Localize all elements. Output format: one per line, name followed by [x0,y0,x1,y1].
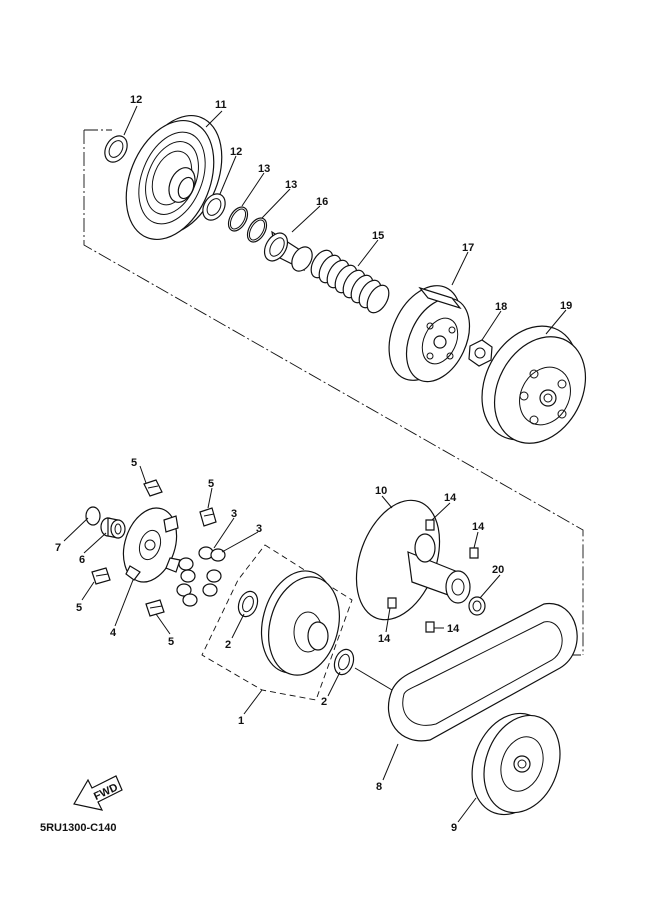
part-8-v-belt [387,603,578,742]
part-2-washer-b [333,648,355,676]
callout-14b: 14 [472,521,485,533]
callout-14a: 14 [444,492,457,504]
callout-labels: 12 11 12 13 13 16 15 17 18 19 5 5 3 3 7 … [55,94,572,834]
part-14-pin-a [425,519,435,531]
callout-5d: 5 [168,636,174,648]
callout-4: 4 [110,627,117,639]
part-11-fixed-sheave [125,114,223,241]
callout-8: 8 [376,781,382,793]
callout-13b: 13 [285,179,297,191]
callout-18: 18 [495,301,507,313]
callout-17: 17 [462,242,474,254]
callout-20: 20 [492,564,504,576]
callout-6: 6 [79,554,85,566]
callout-13a: 13 [258,163,270,175]
part-17-clutch-carrier [388,285,471,383]
callout-3a: 3 [231,508,237,520]
callout-16: 16 [316,196,328,208]
callout-11: 11 [215,99,227,111]
part-2-washer-a [237,590,259,618]
part-16-collar [263,230,313,272]
part-13-o-ring-b [246,217,268,243]
callout-2b: 2 [321,696,327,708]
callout-10: 10 [375,485,387,497]
callout-15: 15 [372,230,384,242]
part-15-compression-spring [310,249,390,314]
callout-9: 9 [451,822,457,834]
callout-12b: 12 [230,146,242,158]
part-13-o-ring-a [227,206,249,232]
part-14-pin-c [387,597,397,609]
part-20-washer [468,596,486,616]
part-18-nut [468,339,493,367]
part-6-bushing [100,517,126,539]
part-12-washer-b [202,193,226,221]
callout-1: 1 [238,715,244,727]
part-14-pin-b [469,547,479,559]
callout-14d: 14 [447,623,460,635]
part-7-washer [85,506,101,526]
fwd-label: FWD [92,781,120,802]
part-5-slider-c [91,567,111,585]
part-19-clutch-housing [481,325,587,444]
callout-2a: 2 [225,639,231,651]
part-9-fan-pulley [471,712,561,816]
part-5-slider-b [199,507,217,527]
part-3-weight-rollers [176,546,226,607]
callout-5b: 5 [208,478,214,490]
callout-7: 7 [55,542,61,554]
part-5-slider-d [145,599,165,617]
fwd-arrow-icon: FWD [73,775,123,811]
callout-5a: 5 [131,457,137,469]
part-4-cam-plate [122,507,181,583]
callout-5c: 5 [76,602,82,614]
part-10-secondary-sheave [355,499,471,621]
part-5-slider-a [143,479,163,497]
callout-19: 19 [560,300,572,312]
leader-lines [63,105,567,823]
part-12-washer-a [104,135,128,163]
diagram-code: 5RU1300-C140 [40,822,116,834]
callout-3b: 3 [256,523,262,535]
callout-12a: 12 [130,94,142,106]
callout-14c: 14 [378,633,391,645]
part-14-pin-d [425,621,435,633]
part-1-sliding-sheave [261,570,340,676]
